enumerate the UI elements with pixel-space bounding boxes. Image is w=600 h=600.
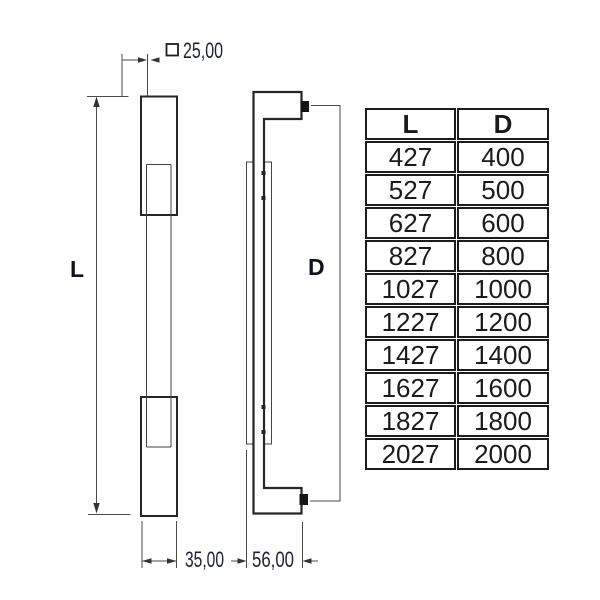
depth-label: D bbox=[308, 254, 325, 280]
dim-projection-56: 56,00 bbox=[231, 450, 318, 572]
joint-mark-icon bbox=[261, 430, 266, 434]
size-table: L D 427 400 527 500 627 600 827 800 1027… bbox=[364, 107, 550, 471]
dim-square-25: 25,00 bbox=[121, 38, 223, 158]
cell-d: 800 bbox=[457, 240, 549, 272]
arrow-right-icon bbox=[167, 558, 177, 564]
cell-d: 1000 bbox=[457, 273, 549, 305]
table-row: 1227 1200 bbox=[365, 306, 549, 338]
table-row: 1627 1600 bbox=[365, 372, 549, 404]
table-row: 1827 1800 bbox=[365, 405, 549, 437]
front-grip-bar bbox=[145, 163, 172, 448]
arrow-right-icon bbox=[138, 57, 147, 63]
dim-length-l: L bbox=[70, 95, 131, 516]
dim-35-text: 35,00 bbox=[185, 547, 224, 572]
cell-d: 500 bbox=[457, 174, 549, 206]
joint-mark-icon bbox=[261, 196, 266, 200]
table-row: 527 500 bbox=[365, 174, 549, 206]
dim-depth-d: D bbox=[308, 104, 341, 502]
cell-d: 600 bbox=[457, 207, 549, 239]
joint-mark-icon bbox=[261, 171, 266, 175]
cell-d: 1200 bbox=[457, 306, 549, 338]
cell-l: 1027 bbox=[365, 273, 456, 305]
side-handle-profile bbox=[252, 90, 303, 515]
cell-d: 1400 bbox=[457, 339, 549, 371]
arrow-left-icon bbox=[142, 558, 152, 564]
dim-56-text: 56,00 bbox=[252, 547, 294, 572]
table-header-l: L bbox=[365, 108, 456, 140]
cell-l: 427 bbox=[365, 141, 456, 173]
dim-l-ticks bbox=[87, 95, 131, 516]
joint-marks bbox=[261, 171, 266, 434]
arrow-left-icon bbox=[150, 57, 160, 63]
square-section-icon bbox=[165, 43, 179, 57]
side-view: D 56,00 bbox=[231, 90, 341, 572]
cell-l: 1827 bbox=[365, 405, 456, 437]
arrow-right-icon bbox=[237, 558, 247, 564]
arrow-up-icon bbox=[93, 96, 100, 107]
cell-l: 1627 bbox=[365, 372, 456, 404]
cell-l: 827 bbox=[365, 240, 456, 272]
table-row: 1027 1000 bbox=[365, 273, 549, 305]
cell-d: 400 bbox=[457, 141, 549, 173]
cell-l: 2027 bbox=[365, 438, 456, 470]
dim-35-extension-lines bbox=[141, 521, 178, 568]
cell-d: 1800 bbox=[457, 405, 549, 437]
joint-mark-icon bbox=[261, 405, 266, 409]
dim-25-text: 25,00 bbox=[183, 38, 223, 63]
arrow-down-icon bbox=[93, 503, 100, 514]
dim-width-35: 35,00 bbox=[141, 521, 224, 572]
table-row: 827 800 bbox=[365, 240, 549, 272]
cell-l: 1427 bbox=[365, 339, 456, 371]
cell-l: 1227 bbox=[365, 306, 456, 338]
length-label: L bbox=[70, 256, 84, 282]
table-row: 627 600 bbox=[365, 207, 549, 239]
cell-d: 2000 bbox=[457, 438, 549, 470]
dim-56-extension-lines bbox=[245, 450, 304, 568]
fixing-point-bottom-icon bbox=[299, 494, 308, 505]
cell-d: 1600 bbox=[457, 372, 549, 404]
cell-l: 527 bbox=[365, 174, 456, 206]
table-row: 2027 2000 bbox=[365, 438, 549, 470]
table-row: 1427 1400 bbox=[365, 339, 549, 371]
cell-l: 627 bbox=[365, 207, 456, 239]
arrow-left-icon bbox=[302, 558, 312, 564]
table-header-row: L D bbox=[365, 108, 549, 140]
table-row: 427 400 bbox=[365, 141, 549, 173]
table-header-d: D bbox=[457, 108, 549, 140]
dim-d-leader bbox=[310, 104, 341, 502]
fixing-point-top-icon bbox=[300, 101, 309, 112]
front-view: L 25,00 35,00 bbox=[70, 38, 224, 572]
